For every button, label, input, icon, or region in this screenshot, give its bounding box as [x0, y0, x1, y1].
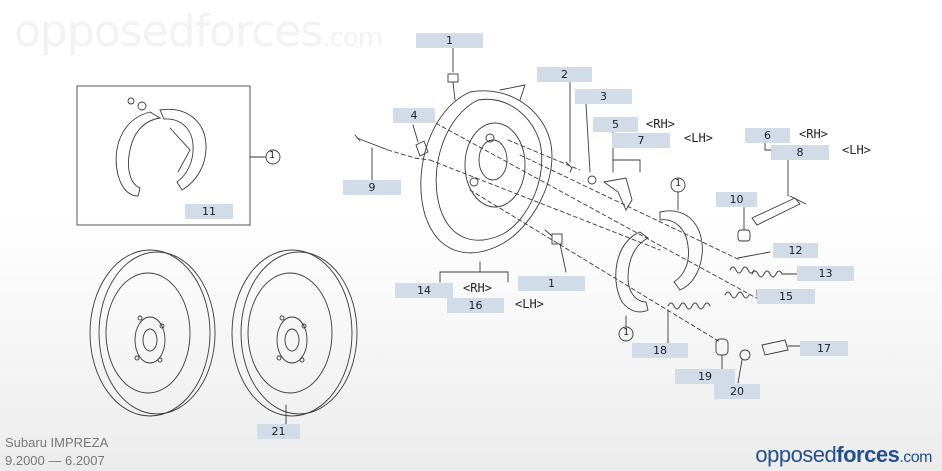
vehicle-model-info: Subaru IMPREZA 9.2000 — 6.2007 [5, 434, 108, 470]
brand-suffix: .com [899, 449, 932, 466]
callout-20[interactable]: 20 [714, 384, 760, 399]
vehicle-years: 9.2000 — 6.2007 [5, 453, 105, 468]
inset-shoe-kit [76, 85, 281, 226]
callout-4[interactable]: 4 [393, 108, 435, 123]
callout-18[interactable]: 18 [632, 343, 688, 358]
bolt-lower [544, 229, 567, 273]
side-label-rh-6: <RH> [799, 127, 828, 141]
brand-part1: opposed [755, 442, 837, 467]
callout-15[interactable]: 15 [757, 289, 815, 304]
watermark-suffix: .com [322, 23, 383, 53]
backing-plate [420, 84, 553, 273]
disc-rotor-left [89, 249, 216, 417]
side-label-rh-5: <RH> [646, 117, 675, 131]
side-label-rh-14: <RH> [463, 281, 492, 295]
disc-rotor-right [231, 249, 358, 425]
callout-2[interactable]: 2 [537, 67, 592, 82]
callout-8[interactable]: 8 [771, 145, 829, 160]
vehicle-model: Subaru IMPREZA [5, 435, 109, 450]
callout-9[interactable]: 9 [343, 180, 401, 195]
brand-part2: forces [836, 442, 900, 467]
small-parts-2-3 [565, 79, 597, 185]
side-label-lh-7: <LH> [684, 131, 713, 145]
adjuster-nut [737, 204, 751, 242]
watermark: opposedforces.com [14, 6, 383, 57]
circle-marker-lower: 1 [623, 327, 630, 338]
callout-16[interactable]: 16 [447, 298, 504, 313]
callout-17[interactable]: 17 [800, 341, 848, 356]
callout-12[interactable]: 12 [773, 243, 818, 258]
bolt-top [447, 47, 459, 101]
hold-down-cup [412, 124, 429, 157]
circle-marker-inset: 1 [269, 150, 276, 161]
circle-marker-upper: 1 [675, 178, 682, 189]
callout-14[interactable]: 14 [395, 283, 453, 298]
callout-13[interactable]: 13 [797, 266, 854, 281]
callout-11[interactable]: 11 [185, 204, 233, 219]
callout-3[interactable]: 3 [575, 89, 632, 104]
hold-down-pin [354, 134, 431, 181]
callout-19[interactable]: 19 [675, 369, 735, 384]
side-label-lh-8: <LH> [842, 143, 871, 157]
rh-lh-bracket [439, 271, 509, 283]
assembly-guides [429, 119, 761, 343]
side-label-lh-16: <LH> [515, 297, 544, 311]
callout-1-top[interactable]: 1 [416, 33, 483, 48]
parking-brake-shoes [615, 177, 703, 342]
callout-10[interactable]: 10 [716, 192, 757, 207]
callout-1-lower[interactable]: 1 [518, 276, 585, 291]
watermark-main: opposedforces [14, 6, 323, 57]
small-parts-17-19-20 [715, 338, 801, 384]
callout-7[interactable]: 7 [612, 133, 670, 148]
callout-5[interactable]: 5 [593, 117, 638, 132]
brand-logo[interactable]: opposedforces.com [755, 442, 932, 468]
callout-6[interactable]: 6 [745, 128, 790, 143]
callout-21[interactable]: 21 [257, 424, 300, 439]
return-springs [667, 251, 801, 346]
